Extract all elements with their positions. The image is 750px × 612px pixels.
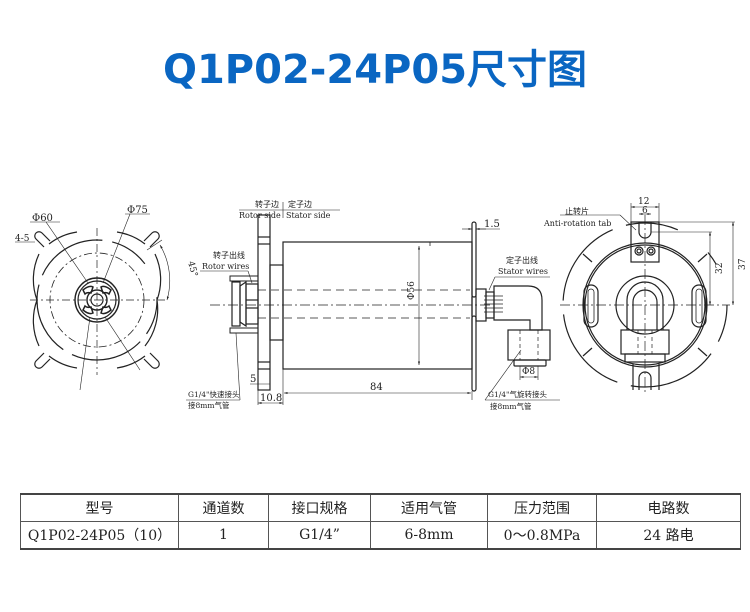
dim-32: 32 bbox=[715, 263, 725, 274]
rotor-wires-en: Rotor wires bbox=[202, 262, 249, 271]
cell-pressure: 0～0.8MPa bbox=[487, 521, 597, 550]
stator-fitting-label-2: 接8mm气管 bbox=[490, 401, 532, 411]
dim-37: 37 bbox=[738, 258, 748, 270]
table-header-row: 型号 通道数 接口规格 适用气管 压力范围 电路数 bbox=[20, 493, 741, 522]
rotor-wires-cn: 转子出线 bbox=[213, 250, 245, 260]
stator-side-en: Stator side bbox=[286, 211, 331, 220]
dim-6: 6 bbox=[642, 206, 648, 216]
rotor-side-en: Rotor side bbox=[239, 211, 281, 220]
rotor-fitting-label-2: 接8mm气管 bbox=[188, 400, 230, 410]
anti-rotation-en: Anti-rotation tab bbox=[543, 219, 611, 228]
dim-10-8: 10.8 bbox=[260, 393, 282, 404]
cell-tube: 6-8mm bbox=[370, 521, 488, 550]
rear-view bbox=[560, 203, 735, 395]
dim-slots: 4-5 bbox=[15, 234, 30, 244]
header-circuits: 电路数 bbox=[596, 493, 741, 522]
dim-d75: Φ75 bbox=[127, 205, 148, 216]
table-row: Q1P02-24P05（10） 1 G1/4” 6-8mm 0～0.8MPa 2… bbox=[20, 521, 741, 550]
dim-body-dia: Φ56 bbox=[407, 281, 417, 300]
header-port-spec: 接口规格 bbox=[268, 493, 371, 522]
cell-port-spec: G1/4” bbox=[268, 521, 371, 550]
header-tube: 适用气管 bbox=[370, 493, 488, 522]
dim-angle: 45° bbox=[185, 260, 199, 278]
dim-flange-thickness: 1.5 bbox=[484, 219, 500, 230]
header-model: 型号 bbox=[20, 493, 179, 522]
spec-table: 型号 通道数 接口规格 适用气管 压力范围 电路数 Q1P02-24P05（10… bbox=[20, 493, 741, 550]
stator-fitting-label: G1/4"气旋转接头 bbox=[488, 389, 548, 399]
dim-5: 5 bbox=[250, 374, 256, 385]
dim-length: 84 bbox=[370, 382, 383, 393]
header-pressure: 压力范围 bbox=[487, 493, 597, 522]
front-view bbox=[15, 213, 171, 391]
anti-rotation-cn: 止转片 bbox=[565, 206, 589, 216]
page-title: Q1P02-24P05尺寸图 bbox=[162, 47, 588, 93]
dimension-drawing: Φ60 Φ75 4-5 45° bbox=[15, 197, 748, 411]
header-channels: 通道数 bbox=[178, 493, 269, 522]
cell-model: Q1P02-24P05（10） bbox=[20, 521, 179, 550]
stator-wires-en: Stator wires bbox=[498, 267, 548, 276]
side-view bbox=[186, 202, 560, 405]
dim-12: 12 bbox=[638, 197, 649, 207]
dim-d60: Φ60 bbox=[32, 213, 53, 224]
rotor-side-cn: 转子边 bbox=[255, 199, 279, 209]
dim-port-dia: Φ8 bbox=[522, 367, 535, 377]
rotor-fitting-label: G1/4"快速接头 bbox=[188, 389, 240, 399]
cell-circuits: 24 路电 bbox=[596, 521, 741, 550]
stator-side-cn: 定子边 bbox=[288, 199, 312, 209]
stator-wires-cn: 定子出线 bbox=[506, 255, 538, 265]
cell-channels: 1 bbox=[178, 521, 269, 550]
